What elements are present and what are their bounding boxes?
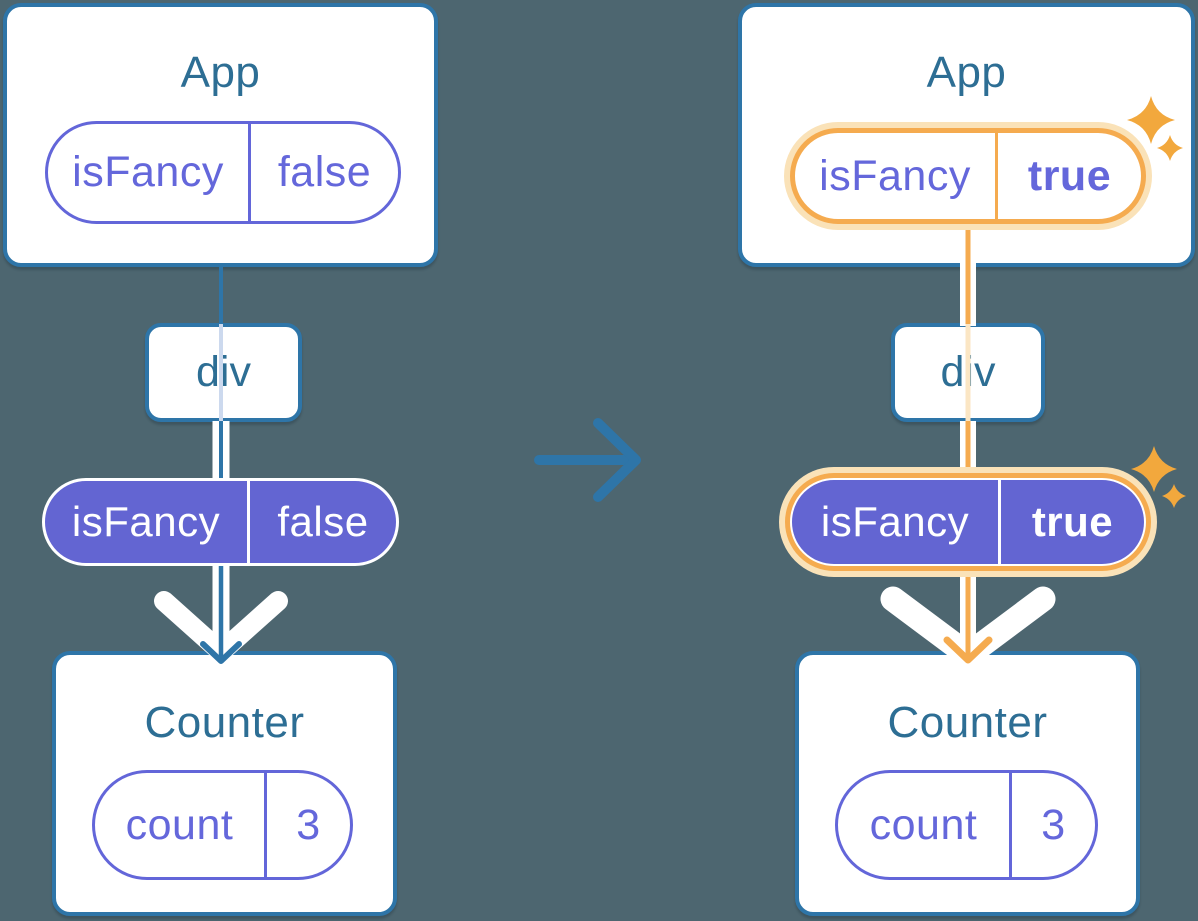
after-counter-title: Counter	[887, 698, 1048, 747]
before-app-state-pill: isFancy false	[45, 121, 401, 224]
pill-divider	[248, 124, 251, 221]
before-div-label: div	[196, 348, 251, 396]
state-value: 3	[296, 800, 321, 849]
state-value: 3	[1041, 800, 1066, 849]
before-counter-state-pill: count 3	[92, 770, 353, 880]
state-name: count	[125, 800, 234, 849]
prop-name: isFancy	[820, 498, 970, 545]
after-white-chevron	[880, 586, 1056, 668]
before-counter-title: Counter	[144, 698, 305, 747]
prop-name: isFancy	[71, 498, 221, 545]
before-passed-prop-pill: isFancy false	[42, 478, 399, 566]
state-name: isFancy	[819, 151, 971, 200]
before-app-title: App	[180, 48, 261, 97]
prop-value: false	[277, 498, 369, 545]
state-value: false	[277, 148, 372, 196]
after-passed-prop-pill: isFancy true	[790, 478, 1146, 566]
state-name: count	[869, 800, 978, 849]
after-div-label: div	[940, 348, 996, 396]
pill-divider	[998, 480, 1001, 564]
after-app-state-pill: isFancy true	[790, 128, 1146, 224]
state-name: isFancy	[72, 148, 224, 196]
prop-value: true	[1031, 498, 1114, 545]
pill-divider	[247, 481, 250, 563]
pill-divider	[264, 773, 267, 877]
right-arrow-icon	[534, 418, 641, 502]
pill-divider	[995, 133, 998, 219]
pill-divider	[1009, 773, 1012, 877]
state-value: true	[1027, 151, 1112, 200]
after-counter-state-pill: count 3	[835, 770, 1098, 880]
after-div-node: div	[891, 323, 1045, 422]
before-div-node: div	[145, 323, 302, 422]
before-white-chevron	[154, 591, 288, 662]
after-app-title: App	[926, 48, 1007, 97]
